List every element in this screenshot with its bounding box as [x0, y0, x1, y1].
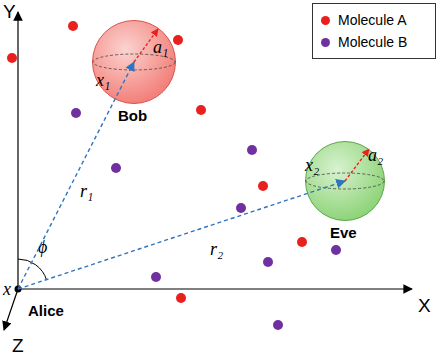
angle-arc: [18, 259, 47, 280]
radius-label: a₂: [368, 146, 383, 164]
legend-swatch: [321, 38, 330, 47]
distance-label: r₂: [210, 240, 223, 258]
sphere: x₂a₂Eve: [305, 141, 385, 221]
position-label: x: [3, 280, 11, 298]
sphere-outline: [306, 142, 385, 221]
equator: [306, 173, 384, 189]
axis-label: Z: [12, 336, 24, 355]
legend: Molecule A Molecule B: [312, 3, 436, 59]
legend-text: Molecule A: [338, 12, 406, 28]
molecules: [7, 21, 341, 330]
sphere-outline: [93, 21, 176, 104]
distance-label: r₁: [80, 182, 93, 200]
sphere: x₁a₁Bob: [92, 20, 176, 104]
axis-label: X: [418, 296, 431, 315]
node-name: Bob: [118, 108, 147, 123]
sphere-shape: [92, 20, 176, 104]
radius-label: a₁: [153, 38, 168, 56]
axis-label: Y: [3, 2, 16, 21]
position-label: x₂: [305, 156, 319, 174]
alice-point: [15, 286, 22, 293]
legend-swatch: [321, 16, 330, 25]
position-label: x₁: [96, 71, 110, 89]
equator: [93, 54, 175, 70]
legend-text: Molecule B: [338, 34, 407, 50]
angle-label: ϕ: [38, 238, 47, 256]
node-name: Eve: [330, 225, 357, 240]
legend-entry: Molecule A: [321, 9, 435, 31]
node-name: Alice: [28, 303, 64, 318]
legend-entry: Molecule B: [321, 31, 435, 53]
axes: [4, 12, 412, 330]
